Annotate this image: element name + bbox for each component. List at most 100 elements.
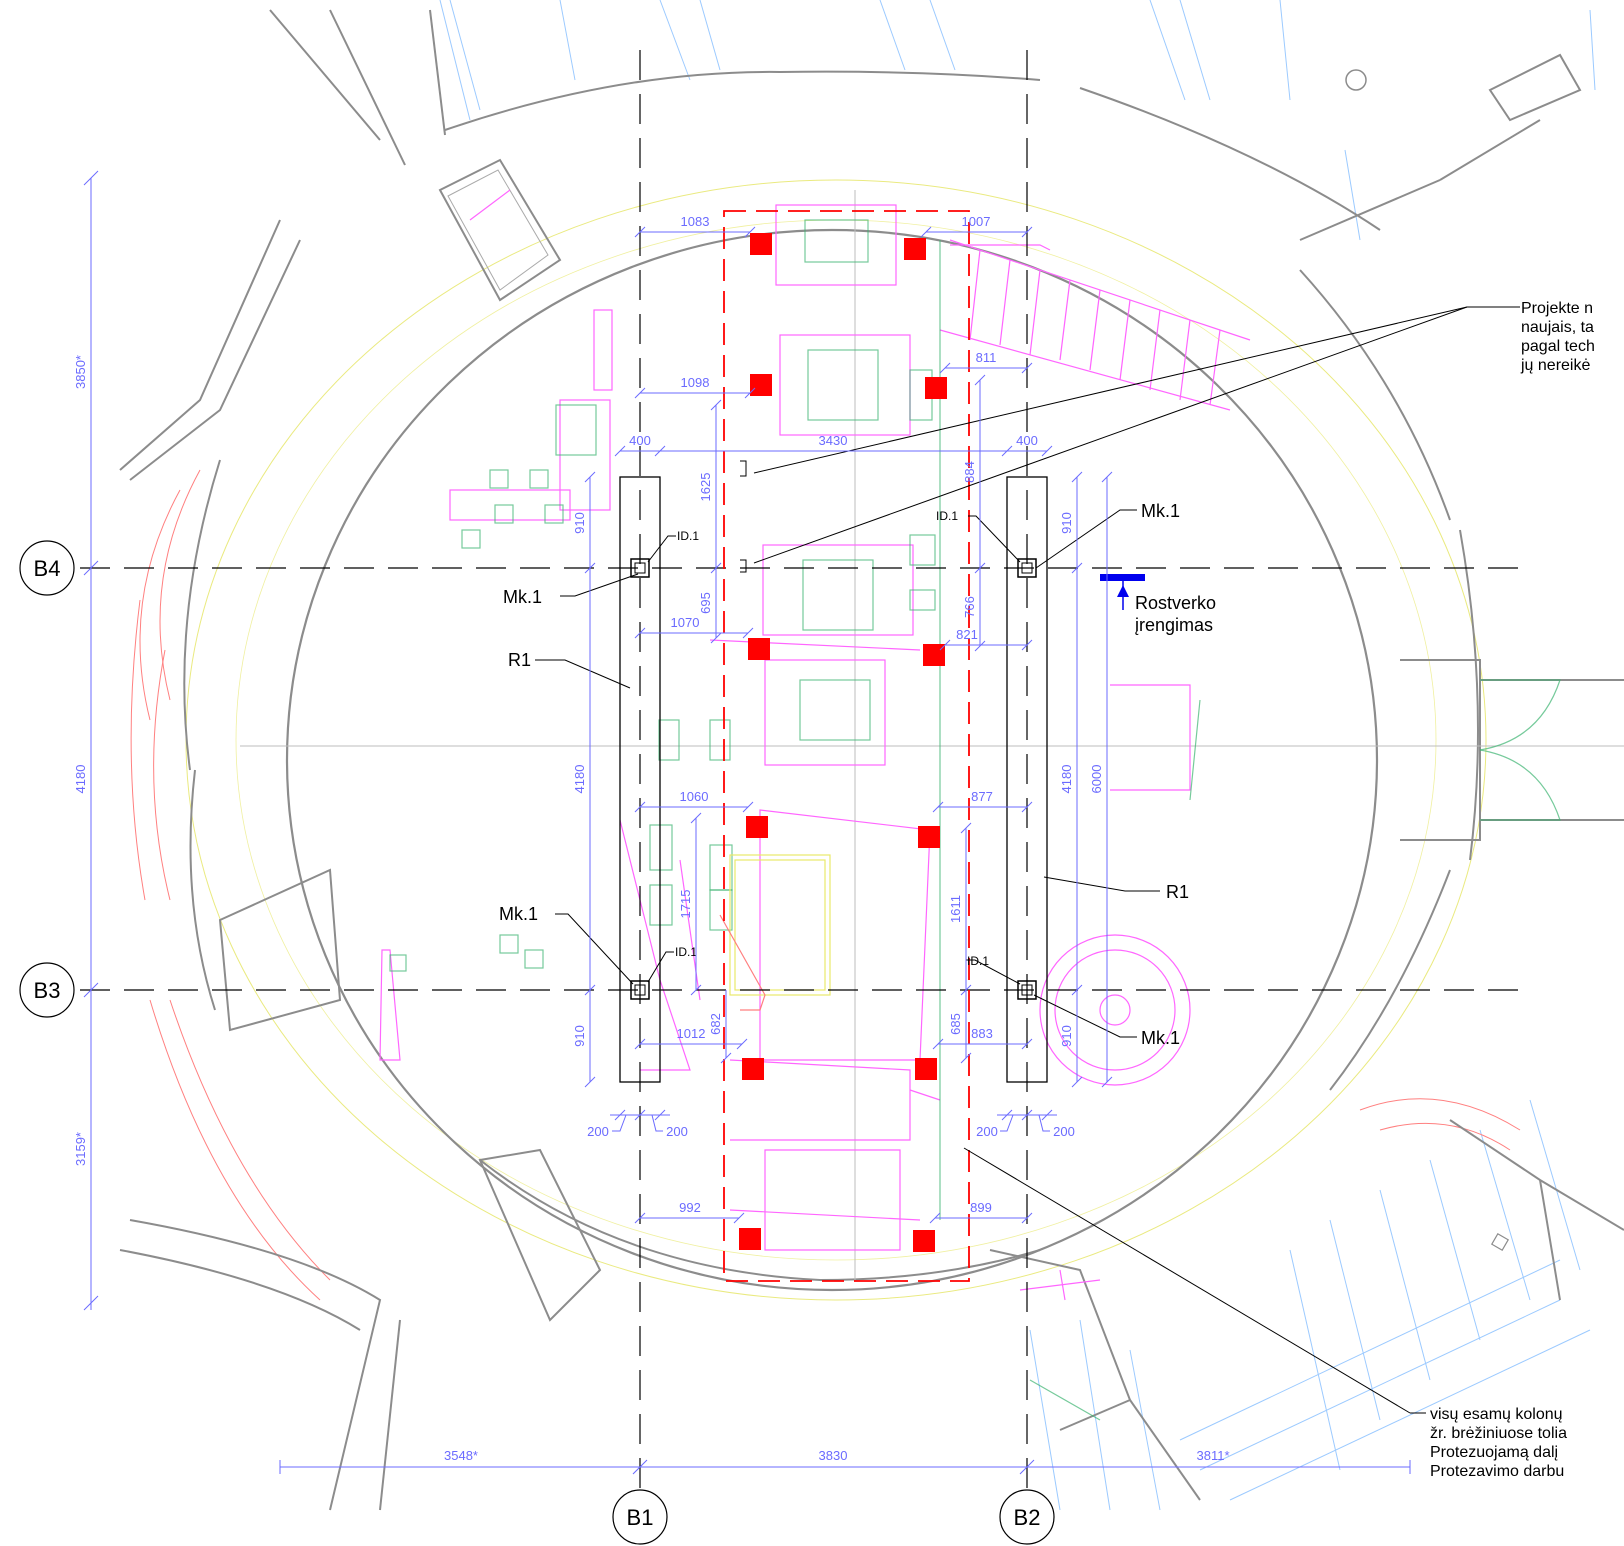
- marker: [739, 1228, 761, 1250]
- note-top-line: Projekte n: [1521, 300, 1593, 317]
- red-markers: [739, 233, 947, 1252]
- dimension-value: 3811*: [1196, 1448, 1229, 1463]
- dimension-lines: [83, 170, 1411, 1475]
- dimension-value: 1098: [681, 375, 710, 390]
- dimension-value: 200: [587, 1124, 609, 1139]
- dimension-value: 1012: [677, 1026, 706, 1041]
- labels: Mk.1 Mk.1 Mk.1 Mk.1 ID.1 ID.1 ID.1 ID.1 …: [499, 501, 1216, 1048]
- existing-equipment: [379, 189, 1561, 1421]
- dimension-value: 877: [971, 789, 993, 804]
- note-top-line: jų nereikė: [1520, 357, 1590, 374]
- label-mk1: Mk.1: [503, 587, 542, 607]
- label-mk1: Mk.1: [1141, 501, 1180, 521]
- dimension-value: 3548*: [444, 1448, 478, 1463]
- rostverko-arrow: [1100, 574, 1145, 610]
- dimension-value: 695: [698, 592, 713, 614]
- existing-walls: [119, 9, 1624, 1511]
- dimension-value: 811: [976, 350, 997, 365]
- r1-beams: [619, 476, 1048, 1083]
- dimension-value: 4180: [1059, 765, 1074, 794]
- axis-bubble-b4: [19, 540, 75, 596]
- marker: [904, 238, 926, 260]
- note-bottom-line: žr. brėžiniuose tolia: [1430, 1425, 1567, 1442]
- beam-r1-right: [1006, 476, 1048, 1083]
- label-r1: R1: [1166, 882, 1189, 902]
- label-rostverko: Rostverko: [1135, 593, 1216, 613]
- label-id1: ID.1: [677, 529, 699, 543]
- dimension-value: 883: [971, 1026, 993, 1041]
- column-mk1: [630, 980, 650, 1000]
- beam-r1-left: [619, 476, 661, 1083]
- marker: [742, 1058, 764, 1080]
- label-r1: R1: [508, 650, 531, 670]
- dimension-value: 1715: [678, 890, 693, 919]
- dimension-value: 685: [948, 1013, 963, 1035]
- marker: [748, 638, 770, 660]
- marker: [918, 826, 940, 848]
- dimension-value: 4180: [73, 765, 88, 794]
- marker: [750, 233, 772, 255]
- marker: [925, 377, 947, 399]
- dimension-value: 200: [666, 1124, 688, 1139]
- column-mk1: [630, 558, 650, 578]
- dimension-value: 766: [962, 596, 977, 618]
- dimension-value: 6000: [1089, 765, 1104, 794]
- axis-label-b4: B4: [34, 556, 61, 581]
- dimension-value: 910: [572, 512, 587, 534]
- note-bottom: visų esamų kolonų žr. brėžiniuose tolia …: [1430, 1406, 1567, 1480]
- dimension-value: 1070: [671, 615, 700, 630]
- note-bottom-line: Protezavimo darbu: [1430, 1463, 1564, 1480]
- grid-axes: [80, 50, 1530, 1490]
- new-footprint-outline: [723, 210, 970, 1282]
- dimension-value: 1007: [962, 214, 991, 229]
- dimension-texts: 1083 1007 811 1098 400 3430 400 1625 884…: [73, 214, 1230, 1463]
- dimension-value: 1625: [698, 473, 713, 502]
- dimension-value: 200: [1053, 1124, 1075, 1139]
- dimension-value: 910: [1059, 512, 1074, 534]
- dimension-value: 1060: [680, 789, 709, 804]
- note-bottom-line: visų esamų kolonų: [1430, 1406, 1563, 1423]
- note-top-line: pagal tech: [1521, 338, 1595, 355]
- marker: [750, 374, 772, 396]
- marker: [923, 644, 945, 666]
- axis-bubble-b1: [612, 1489, 668, 1545]
- marker: [913, 1230, 935, 1252]
- label-id1: ID.1: [967, 954, 989, 968]
- label-mk1: Mk.1: [499, 904, 538, 924]
- thin-grey-lines: [240, 190, 1624, 1280]
- dimension-value: 910: [572, 1025, 587, 1047]
- dimension-value: 4180: [572, 765, 587, 794]
- note-top-line: naujais, ta: [1521, 319, 1594, 336]
- dimension-value: 3850*: [73, 355, 88, 389]
- dimension-value: 3159*: [73, 1132, 88, 1166]
- label-mk1: Mk.1: [1141, 1028, 1180, 1048]
- dimension-value: 910: [1059, 1025, 1074, 1047]
- label-id1: ID.1: [936, 509, 958, 523]
- note-bottom-line: Protezuojamą dalį: [1430, 1444, 1558, 1461]
- leaders: [535, 306, 1520, 1414]
- dimension-value: 992: [679, 1200, 701, 1215]
- axis-label-b3: B3: [34, 978, 61, 1003]
- label-irengimas: įrengimas: [1135, 615, 1213, 635]
- dimension-value: 1083: [681, 214, 710, 229]
- column-mk1: [1017, 980, 1037, 1000]
- axis-label-b2: B2: [1014, 1505, 1041, 1530]
- dimension-value: 400: [1016, 433, 1038, 448]
- dimension-value: 682: [708, 1013, 723, 1035]
- note-top: Projekte n naujais, ta pagal tech jų ner…: [1520, 300, 1595, 374]
- axis-bubble-b3: [19, 962, 75, 1018]
- dimension-value: 3830: [819, 1448, 848, 1463]
- axis-bubble-b2: [999, 1489, 1055, 1545]
- dimension-value: 1611: [948, 895, 963, 923]
- axis-label-b1: B1: [627, 1505, 654, 1530]
- dimension-value: 200: [976, 1124, 998, 1139]
- label-id1: ID.1: [675, 945, 697, 959]
- dimension-value: 3430: [819, 433, 848, 448]
- dimension-value: 899: [970, 1200, 992, 1215]
- dimension-value: 821: [956, 627, 978, 642]
- dimension-value: 884: [962, 461, 977, 483]
- dimension-leaders: [612, 1114, 1050, 1132]
- axis-bubbles: B4 B3 B1 B2: [19, 540, 1055, 1545]
- marker: [746, 816, 768, 838]
